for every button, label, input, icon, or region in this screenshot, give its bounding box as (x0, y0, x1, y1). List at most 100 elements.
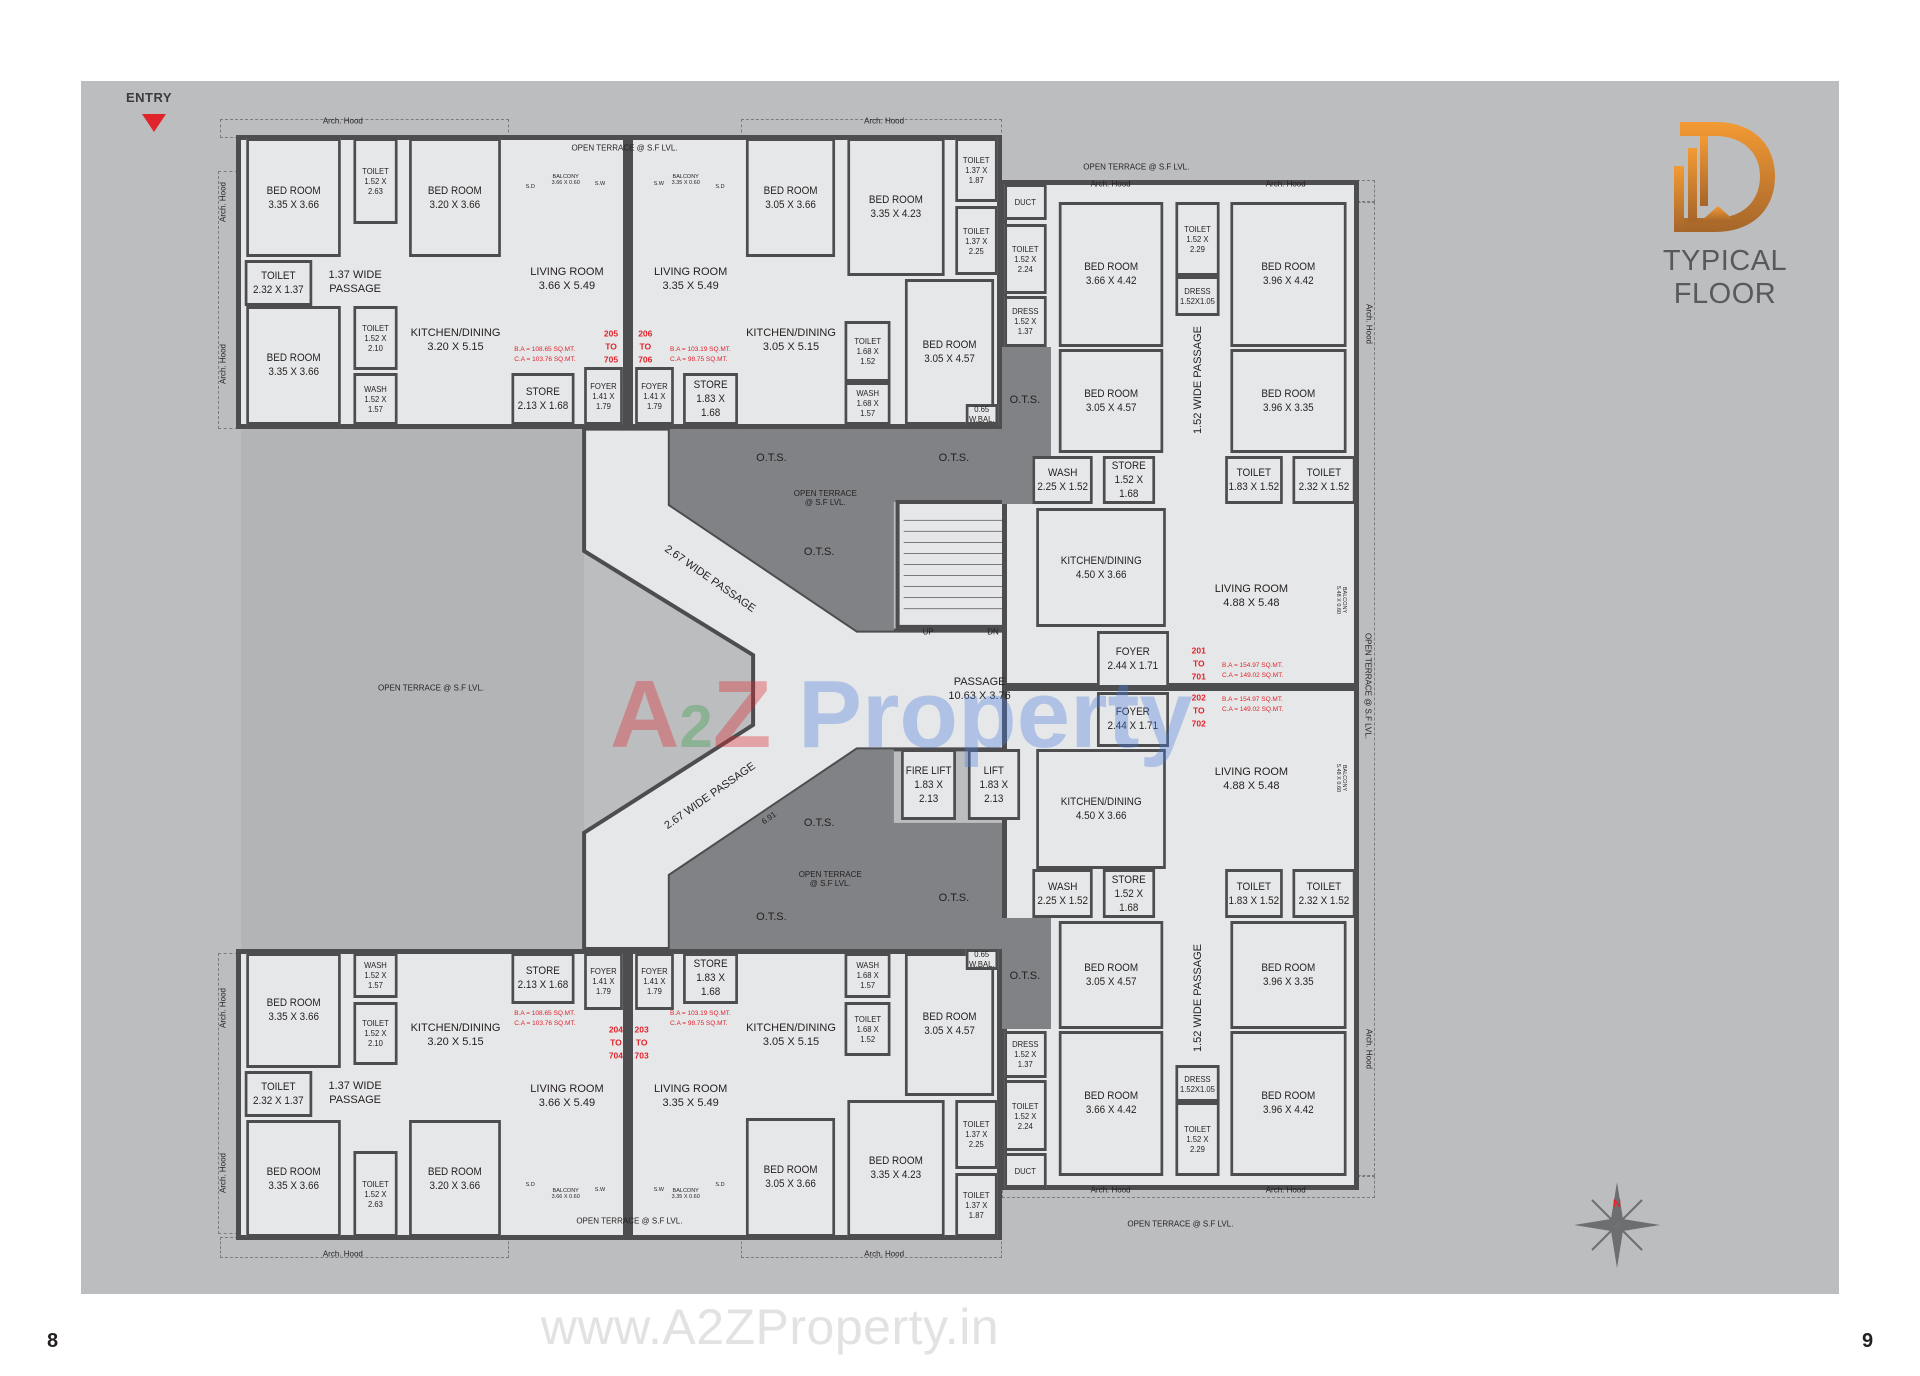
watermark-z: Z (712, 661, 772, 768)
room-dimensions: 1.52 X 1.57 (364, 970, 387, 991)
plan-label-open-terrace-s-f-lvl: OPEN TERRACE @ S.F LVL. (576, 1216, 683, 1226)
unit-number-tag: 201 TO 701 (1191, 645, 1206, 682)
room-name: KITCHEN/DINING (1060, 796, 1142, 809)
room-name: BED ROOM (266, 997, 321, 1010)
room-dimensions: 3.35 X 3.66 (268, 366, 320, 379)
room-name: TOILET (1184, 1123, 1211, 1134)
watermark-url: www.A2ZProperty.in (540, 1299, 1000, 1355)
room-name: STORE (526, 965, 561, 978)
area-text: B.A = 103.19 SQ.MT. C.A = 98.75 SQ.MT. (669, 346, 731, 364)
room-name: BED ROOM (1261, 961, 1316, 974)
room-dimensions: 3.05 X 4.57 (1085, 402, 1137, 414)
room-dimensions: 1.68 X 1.57 (857, 970, 880, 991)
room-name: FOYER (1116, 706, 1151, 719)
area-text: B.A = 108.65 SQ.MT. C.A = 103.76 SQ.MT. (514, 346, 576, 364)
page-number-left: 8 (47, 1330, 59, 1352)
room-name: FOYER (641, 966, 668, 977)
plan-label-open-terrace-s-f-lvl: OPEN TERRACE @ S.F LVL. (1363, 632, 1373, 739)
room-name: TOILET (962, 225, 990, 236)
room-dimensions: W.BAL. (968, 414, 995, 425)
room-name: TOILET (362, 166, 390, 177)
room-dimensions: 1.41 X 1.79 (643, 976, 666, 997)
room-name: FOYER (589, 966, 617, 977)
plan-label-arch-hood: Arch. Hood (322, 1249, 363, 1259)
plan-label-o-t-s: O.T.S. (803, 816, 835, 829)
plan-label-arch-hood: Arch. Hood (1090, 1185, 1131, 1195)
room-dimensions: 1.68 X 1.52 (857, 346, 880, 367)
plan-label-o-t-s: O.T.S. (938, 891, 970, 904)
room-dimensions: 1.37 X 2.25 (964, 235, 987, 256)
room-name: TOILET (962, 1189, 990, 1200)
plan-label-open-terrace-s-f-lvl: OPEN TERRACE @ S.F LVL. (1083, 162, 1190, 172)
room-name: BED ROOM (266, 1165, 321, 1178)
room-dimensions: 1.52 X 1.37 (1013, 316, 1036, 337)
plan-label-o-t-s: O.T.S. (1009, 394, 1041, 407)
plan-label-arch-hood: Arch. Hood (1364, 1029, 1374, 1070)
room-dimensions: 3.35 X 3.66 (268, 1011, 320, 1024)
room-name: BED ROOM (869, 193, 924, 206)
room-name: BED ROOM (1084, 261, 1139, 274)
room-dimensions: 1.83 X 2.13 (913, 778, 943, 805)
room-dimensions: 3.35 X 3.66 (268, 1179, 320, 1192)
room-name: BED ROOM (266, 184, 321, 197)
room-dimensions: 1.37 X 1.87 (964, 1199, 987, 1220)
plan-label-1-52-wide-passage: 1.52 WIDE PASSAGE (1191, 943, 1204, 1052)
plan-label-s-d: S.D (525, 184, 535, 191)
plan-label-s-w: S.W (653, 1187, 664, 1194)
watermark-a: A (610, 661, 680, 768)
room-dimensions: 1.41 X 1.79 (643, 391, 666, 412)
room-dimensions: 3.35 X 4.23 (870, 1169, 922, 1182)
room-dimensions: 3.35 X 3.66 (268, 198, 320, 211)
room-dimensions: 1.83 X 1.68 (695, 393, 725, 420)
unit-number-tag: 206 TO 706 (638, 328, 653, 365)
plan-label-arch-hood: Arch. Hood (218, 182, 228, 223)
room-dimensions: 2.25 X 1.52 (1036, 480, 1088, 493)
room-name: STORE (693, 958, 728, 971)
room-name: WASH (1047, 466, 1077, 479)
room-name: TOILET (1236, 466, 1272, 479)
room-name: STORE (1111, 459, 1146, 472)
compass-n-label: N (1613, 1198, 1621, 1210)
room-dimensions: 1.83 X 1.52 (1228, 894, 1280, 907)
room-dimensions: 4.50 X 3.66 (1075, 568, 1127, 581)
room-dimensions: 3.96 X 4.42 (1263, 275, 1315, 288)
room-name: WASH (1047, 880, 1077, 893)
room-dimensions: 1.52 X 2.24 (1013, 253, 1036, 274)
page-title: TYPICAL FLOOR (1662, 245, 1788, 310)
room-name: DRESS (1011, 306, 1039, 317)
room-name: TOILET (1307, 880, 1342, 893)
room-dimensions: 3.66 X 4.42 (1085, 275, 1137, 288)
room-dimensions: 1.37 X 1.87 (964, 165, 987, 186)
plan-label-living-room: LIVING ROOM 3.35 X 5.49 (653, 266, 728, 293)
plan-label-living-room: LIVING ROOM 4.88 X 5.48 (1214, 583, 1289, 610)
plan-label-o-t-s: O.T.S. (803, 546, 835, 559)
plan-label-arch-hood: Arch. Hood (864, 1249, 905, 1259)
